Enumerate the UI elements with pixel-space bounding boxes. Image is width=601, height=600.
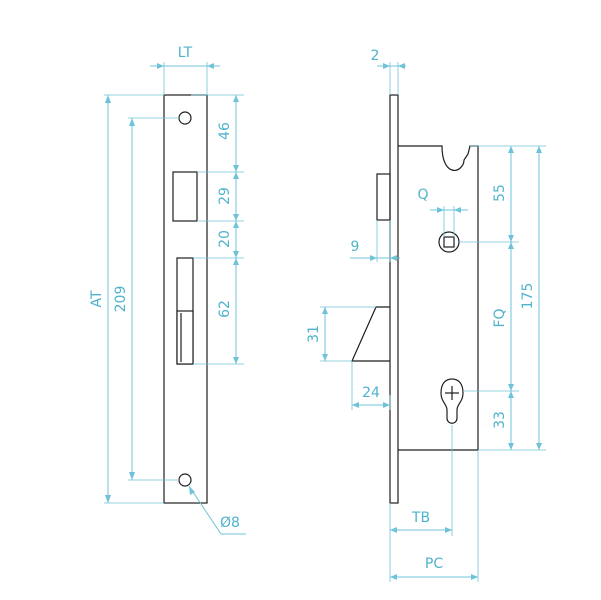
cylinder-hole [440,378,464,424]
faceplate-view [163,94,208,504]
latch-opening [172,171,198,222]
dim-31-label: 31 [306,325,322,343]
hole-diameter-label: Ø8 [220,515,240,531]
tb-label: TB [411,510,430,526]
hook-bolt [351,306,390,362]
latch-projection-dimension: 9 [350,220,400,262]
faceplate-chain-dimensions: 46 29 20 62 [191,94,244,365]
faceplate-thickness-dimension: 2 [371,48,406,95]
pc-label: PC [425,556,443,572]
fq-label: FQ [492,308,508,327]
faceplate-edge [389,94,399,504]
pc-dimension: PC [390,450,479,582]
dim-20-label: 20 [217,230,233,248]
dim-175-label: 175 [520,283,536,310]
dim-24-label: 24 [362,385,380,401]
latch [376,173,391,221]
hook-height-dimension: 31 [306,306,376,362]
hole-spacing-label: 209 [113,286,129,313]
dim-62-label: 62 [217,300,233,318]
top-screw-hole [178,111,192,125]
dim-2-label: 2 [371,48,380,64]
q-label: Q [417,187,428,203]
tb-dimension: TB [389,425,453,582]
at-dimension: AT [89,94,164,504]
case-body [398,145,479,451]
follower-square [443,236,455,248]
dim-55-label: 55 [492,184,508,202]
dim-33-label: 33 [492,411,508,429]
lt-label: LT [178,45,193,61]
case-height-dimensions: 55 FQ 33 175 [459,145,546,451]
dim-29-label: 29 [217,187,233,205]
lock-case-view [351,94,479,504]
dim-46-label: 46 [217,122,233,140]
bottom-screw-hole [178,473,192,487]
hook-projection-dimension: 24 [351,361,391,410]
follower-size-dimension: Q [417,187,468,237]
hole-spacing-dimension: 209 [113,117,179,481]
deadbolt-tongue [176,310,194,365]
dim-9-label: 9 [351,239,360,255]
lt-dimension: LT [150,45,220,95]
hole-diameter-callout: Ø8 [188,485,246,535]
at-label: AT [89,290,105,307]
faceplate-outline [163,94,208,504]
follower-hub [438,231,460,253]
